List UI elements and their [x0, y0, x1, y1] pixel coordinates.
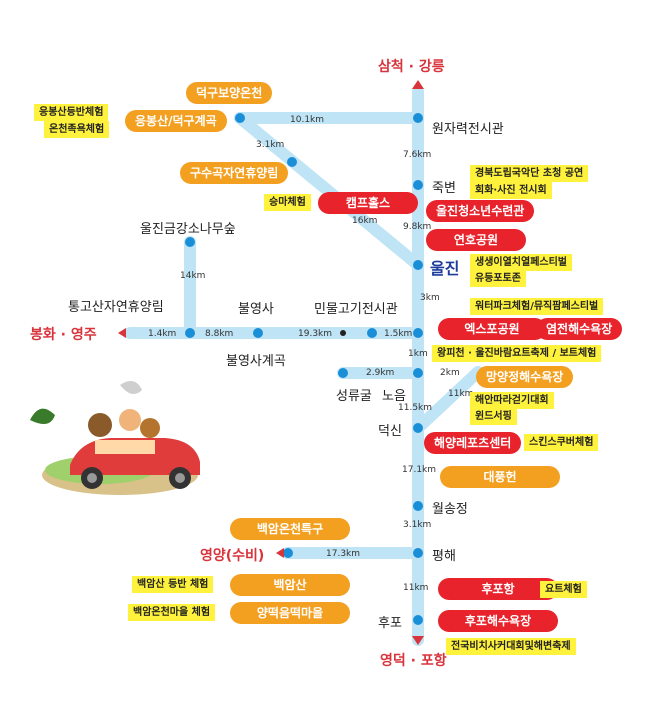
distance-label: 3.1km — [403, 520, 432, 530]
node-tonggosan — [185, 328, 195, 338]
car-illustration — [30, 381, 200, 495]
southwest-arrow-icon — [276, 548, 284, 558]
north-arrow-icon — [412, 80, 424, 89]
place-deoksin[interactable]: 덕신 — [378, 424, 402, 439]
node-gusugok — [287, 157, 297, 167]
note-windsurf: 윈드서핑 — [470, 408, 517, 425]
note-spa-foot: 온천족욕체험 — [44, 121, 110, 138]
distance-label: 2km — [440, 368, 460, 378]
note-baegam-spa-village: 백암온천마을 체험 — [128, 604, 216, 621]
distance-label: 1km — [408, 349, 428, 359]
distance-label: 11km — [403, 583, 429, 593]
distance-label: 11.5km — [398, 403, 433, 413]
place-bulyeong-valley[interactable]: 불영사계곡 — [226, 354, 286, 369]
pill-mangyang-beach[interactable]: 망양정해수욕장 — [476, 366, 574, 388]
distance-label: 17.3km — [326, 549, 361, 559]
distance-label: 9.8km — [403, 222, 432, 232]
node-wonjaryeok — [413, 113, 423, 123]
destination-south[interactable]: 영덕 · 포항 — [380, 653, 447, 669]
pill-baegam-spa[interactable]: 백암온천특구 — [230, 518, 350, 540]
route-diagonal — [234, 112, 424, 271]
pill-youth-center[interactable]: 울진청소년수련관 — [426, 200, 535, 222]
pill-gusugok[interactable]: 구수곡자연휴양림 — [180, 162, 289, 184]
destination-west[interactable]: 봉화 · 영주 — [30, 327, 97, 343]
pill-daepungheon[interactable]: 대풍헌 — [440, 466, 560, 488]
distance-label: 1.4km — [148, 329, 177, 339]
distance-label: 17.1km — [402, 465, 437, 475]
place-hupo[interactable]: 후포 — [378, 616, 402, 631]
place-minmul[interactable]: 민물고기전시관 — [314, 302, 398, 317]
pill-eungbongsan[interactable]: 응봉산/덕구계곡 — [125, 110, 227, 132]
distance-label: 3.1km — [256, 140, 285, 150]
pill-yeonho-park[interactable]: 연호공원 — [426, 229, 526, 251]
note-coast-walk: 해안따라걷기대회 — [470, 392, 554, 409]
pill-campholce[interactable]: 캠프홀스 — [318, 192, 418, 214]
distance-label: 10.1km — [290, 115, 325, 125]
place-cave[interactable]: 성류굴 — [336, 389, 372, 404]
pill-expo-park[interactable]: 엑스포공원 — [438, 318, 546, 340]
note-baegam-hike: 백암산 등반 체험 — [132, 576, 214, 593]
note-water-park: 워터파크체험/뮤직팜페스티벌 — [470, 298, 604, 315]
place-pyeonghae[interactable]: 평해 — [432, 549, 456, 564]
note-festival-top2: 회화·사진 전시회 — [470, 182, 552, 199]
south-arrow-icon — [412, 636, 424, 645]
node-hupo — [413, 615, 423, 625]
pill-hupo-port[interactable]: 후포항 — [438, 578, 558, 600]
pill-marine-sports[interactable]: 해양레포츠센터 — [424, 432, 522, 454]
distance-label: 7.6km — [403, 150, 432, 160]
pill-deokgu-spa[interactable]: 덕구보양온천 — [186, 82, 273, 104]
note-eco-festival: 생생이열치열페스티벌 — [470, 254, 572, 271]
node-minmul-small — [340, 330, 346, 336]
node-wolsong — [413, 501, 423, 511]
note-eco-festival2: 유등포토존 — [470, 270, 526, 287]
place-noeum[interactable]: 노음 — [382, 389, 406, 404]
node-noeum — [413, 368, 423, 378]
place-uljin[interactable]: 울진 — [430, 259, 460, 278]
place-wolsong[interactable]: 월송정 — [432, 502, 468, 517]
distance-label: 1.5km — [384, 329, 413, 339]
note-eungbong-hike: 응봉산등반체험 — [34, 104, 109, 121]
distance-label: 19.3km — [298, 329, 333, 339]
note-festival-top1: 경북도립국악단 초청 공연 — [470, 165, 589, 182]
distance-label: 16km — [352, 216, 378, 226]
node-minmul — [367, 328, 377, 338]
distance-label: 2.9km — [366, 368, 395, 378]
note-horse: 승마체험 — [264, 194, 311, 211]
note-yacht: 요트체험 — [540, 581, 587, 598]
node-pine — [185, 237, 195, 247]
note-wangpi: 왕피천 · 울진바람요트축제 / 보트체험 — [432, 345, 602, 362]
distance-label: 3km — [420, 293, 440, 303]
node-uljin — [413, 260, 423, 270]
node-pyeonghae — [413, 548, 423, 558]
route-mangyang — [412, 366, 484, 434]
place-bulyeongsa[interactable]: 불영사 — [238, 302, 274, 317]
node-yeongyang — [283, 548, 293, 558]
distance-label: 8.8km — [205, 329, 234, 339]
destination-north[interactable]: 삼척 · 강릉 — [378, 59, 445, 75]
note-soccer: 전국비치사커대회및해변축제 — [446, 638, 576, 655]
pill-baegamsan[interactable]: 백암산 — [230, 574, 350, 596]
place-pine[interactable]: 울진금강소나무숲 — [140, 222, 236, 237]
place-jukbyeon[interactable]: 죽변 — [432, 181, 456, 196]
distance-label: 11km — [448, 389, 474, 399]
pill-yangtteok[interactable]: 양떡음떡마을 — [230, 602, 350, 624]
node-deoksin — [413, 423, 423, 433]
place-tonggosan[interactable]: 통고산자연휴양림 — [68, 300, 164, 315]
distance-label: 14km — [180, 271, 206, 281]
place-wonjaryeok[interactable]: 원자력전시관 — [432, 122, 504, 137]
west-arrow-icon — [118, 328, 126, 338]
note-scuba: 스킨스쿠버체험 — [524, 434, 599, 451]
pill-yeomjeon-beach[interactable]: 염전해수욕장 — [536, 318, 623, 340]
node-expo — [413, 328, 423, 338]
node-jukbyeon — [413, 180, 423, 190]
node-cave — [338, 368, 348, 378]
destination-southwest[interactable]: 영양(수비) — [200, 548, 265, 564]
pill-hupo-beach[interactable]: 후포해수욕장 — [438, 610, 558, 632]
node-deokgu — [235, 113, 245, 123]
node-bulyeong — [253, 328, 263, 338]
